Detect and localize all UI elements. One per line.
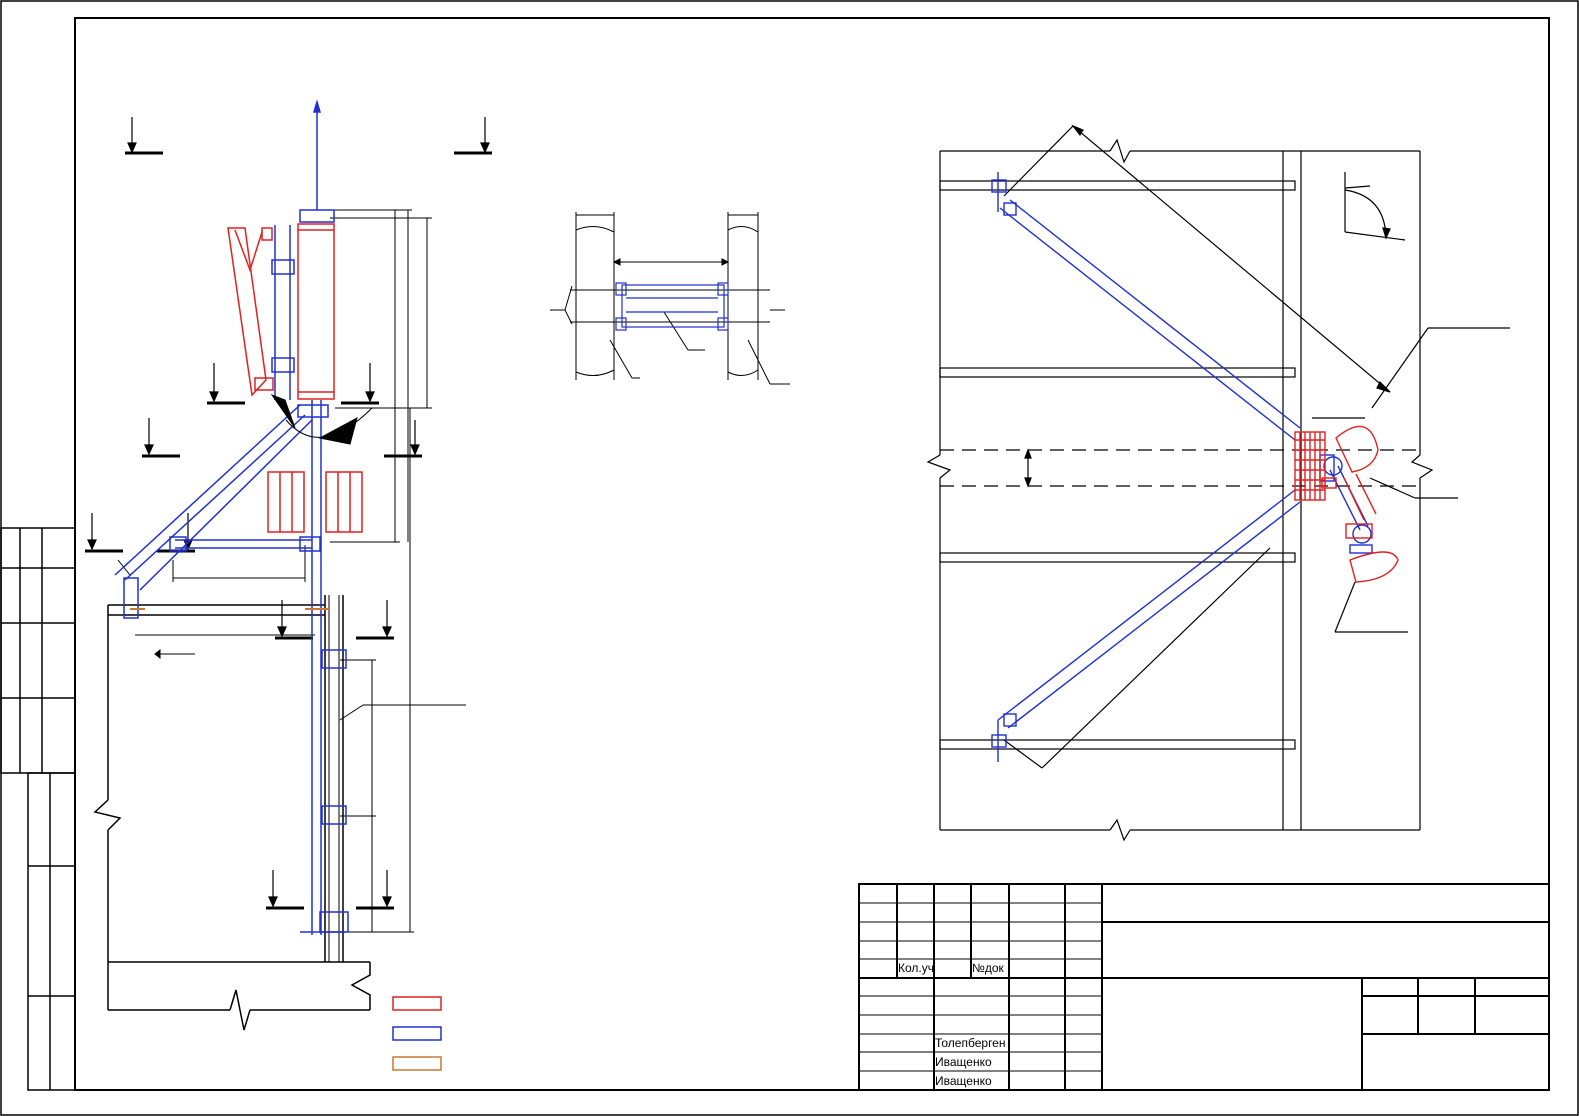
dimension-lines [117, 209, 466, 933]
legend-swatch-structure [392, 1026, 442, 1041]
section-markers [85, 117, 492, 910]
support-structure [114, 99, 349, 935]
ground-outline [93, 595, 371, 1031]
plan-equipment-red [1294, 425, 1399, 583]
left-stamp [0, 527, 76, 1091]
legend-swatch-equipment [392, 996, 442, 1011]
signature-control: Иващенко [935, 1074, 992, 1088]
plan-outline [926, 124, 1510, 842]
elevation-view [85, 99, 492, 1031]
angle-markers [270, 393, 373, 445]
plan-view [926, 124, 1510, 842]
title-block [858, 883, 1550, 1091]
signature-developer: Толепберген [935, 1036, 1005, 1050]
legend-swatch-cable [392, 1056, 442, 1071]
signature-checker: Иващенко [935, 1055, 992, 1069]
bracket-detail-blue [615, 282, 729, 331]
equipment-red [227, 223, 363, 533]
legend [392, 996, 442, 1071]
title-block-qty-label: Кол.уч [898, 961, 934, 975]
bracket-detail [550, 212, 790, 385]
title-block-docnum-label: №док [972, 961, 1005, 975]
